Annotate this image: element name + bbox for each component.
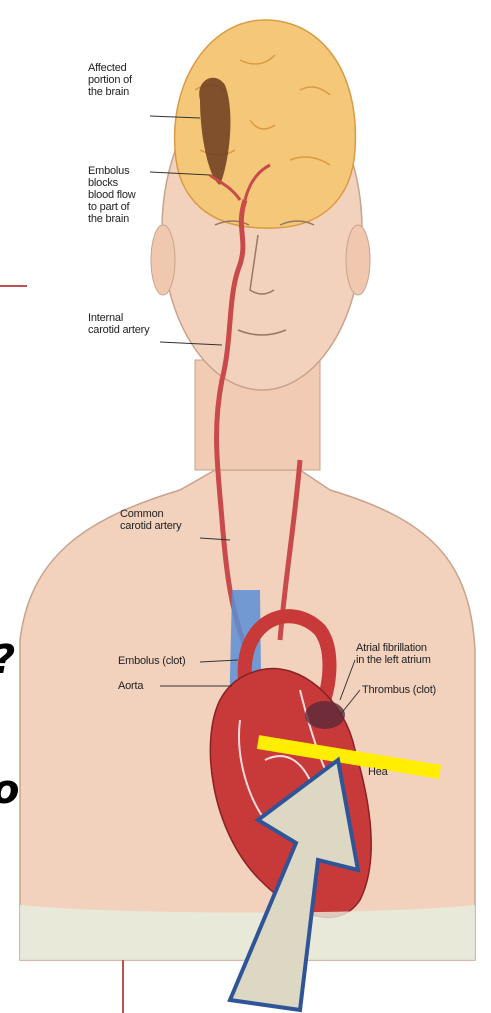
label-affected-brain: Affected portion of the brain — [88, 62, 132, 98]
right-ear — [346, 225, 370, 295]
label-embolus-blocks: Embolus blocks blood flow to part of the… — [88, 165, 136, 225]
question-mark-glyph: ? — [0, 640, 15, 680]
label-thrombus: Thrombus (clot) — [362, 684, 436, 696]
lower-band — [20, 905, 475, 960]
label-common-carotid: Common carotid artery — [120, 508, 181, 532]
letter-o-glyph: o — [0, 770, 19, 810]
label-embolus-clot: Embolus (clot) — [118, 655, 186, 667]
label-atrial-fibrillation: Atrial fibrillation in the left atrium — [356, 642, 431, 666]
label-heart-partial: Hea — [368, 766, 388, 778]
label-aorta: Aorta — [118, 680, 143, 692]
left-ear — [151, 225, 175, 295]
thrombus-area — [305, 701, 345, 729]
label-internal-carotid: Internal carotid artery — [88, 312, 149, 336]
